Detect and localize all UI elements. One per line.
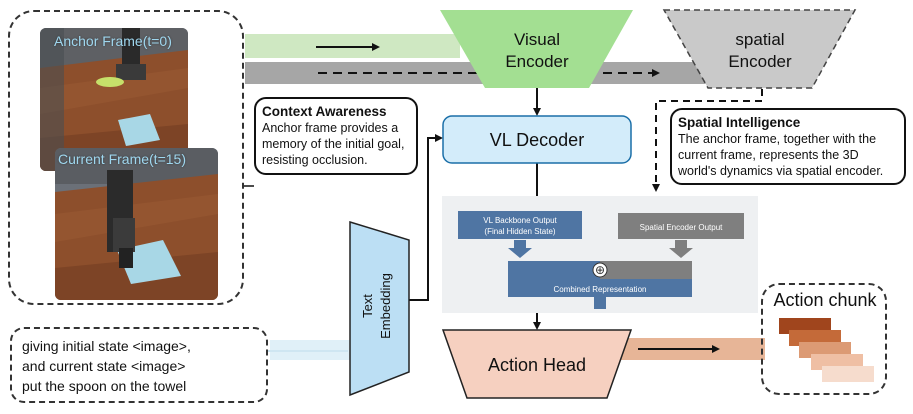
- vl-decoder: [442, 115, 632, 164]
- visual-encoder: [440, 10, 633, 88]
- action-head-label: Action Head: [488, 355, 586, 375]
- spatial-encoder-output: [618, 213, 744, 239]
- vl-backbone-output-label-2: (Final Hidden State): [484, 227, 555, 236]
- combined-output-stub: [594, 297, 606, 309]
- current-frame-label: Current Frame(t=15): [58, 151, 186, 167]
- spatial-encoder-label-1: spatial: [735, 30, 784, 49]
- spatial-intelligence-callout: Spatial Intelligence The anchor frame, t…: [670, 108, 906, 185]
- visual-encoder-label-1: Visual: [514, 30, 560, 49]
- instruction-box: giving initial state <image>, and curren…: [10, 327, 268, 403]
- concat-operator-circle: [592, 262, 608, 278]
- context-awareness-title: Context Awareness: [262, 104, 387, 119]
- spatial-encoder-output-label: Spatial Encoder Output: [640, 223, 723, 232]
- combined-gray-part: [600, 261, 692, 279]
- input-frames-panel: [8, 10, 244, 305]
- spatial-intelligence-title: Spatial Intelligence: [678, 115, 801, 130]
- vl-decoder-label: VL Decoder: [490, 130, 584, 150]
- concat-operator: ⊕: [595, 263, 605, 277]
- spatial-encoder: [662, 9, 857, 89]
- vl-output-arrow: [508, 240, 532, 258]
- spatial-encoder-label-2: Encoder: [728, 52, 792, 71]
- arrow-text-to-decoder: [409, 134, 443, 301]
- context-awareness-callout: Context Awareness Anchor frame provides …: [254, 97, 418, 175]
- action-chunk-panel: [761, 283, 887, 395]
- action-chunk-label: Action chunk: [773, 290, 877, 310]
- context-awareness-body: Anchor frame provides a memory of the in…: [262, 121, 405, 167]
- anchor-frame-label: Anchor Frame(t=0): [54, 33, 172, 49]
- vl-backbone-output-label-1: VL Backbone Output: [483, 216, 557, 225]
- text-embedding-label-1: Text: [360, 294, 375, 318]
- instruction-line-1: giving initial state <image>,: [22, 338, 191, 354]
- combined-representation-label: Combined Representation: [554, 285, 647, 294]
- arrow-spatial-to-fusion: [652, 89, 763, 192]
- text-embedding-label-2: Embedding: [378, 273, 393, 339]
- instruction-line-2: and current state <image>: [22, 358, 186, 374]
- vl-backbone-output: [458, 211, 582, 239]
- combined-representation: [508, 279, 692, 297]
- visual-encoder-label-2: Encoder: [505, 52, 569, 71]
- current-frame-image: [55, 148, 218, 300]
- instruction-line-3: put the spoon on the towel: [22, 378, 187, 394]
- spatial-output-arrow: [669, 240, 693, 258]
- text-embedding: [349, 220, 410, 397]
- action-chunk-step-5: [822, 366, 874, 382]
- action-head: [441, 329, 633, 399]
- combined-blue-part: [508, 261, 600, 279]
- spatial-intelligence-body: The anchor frame, together with the curr…: [678, 132, 884, 178]
